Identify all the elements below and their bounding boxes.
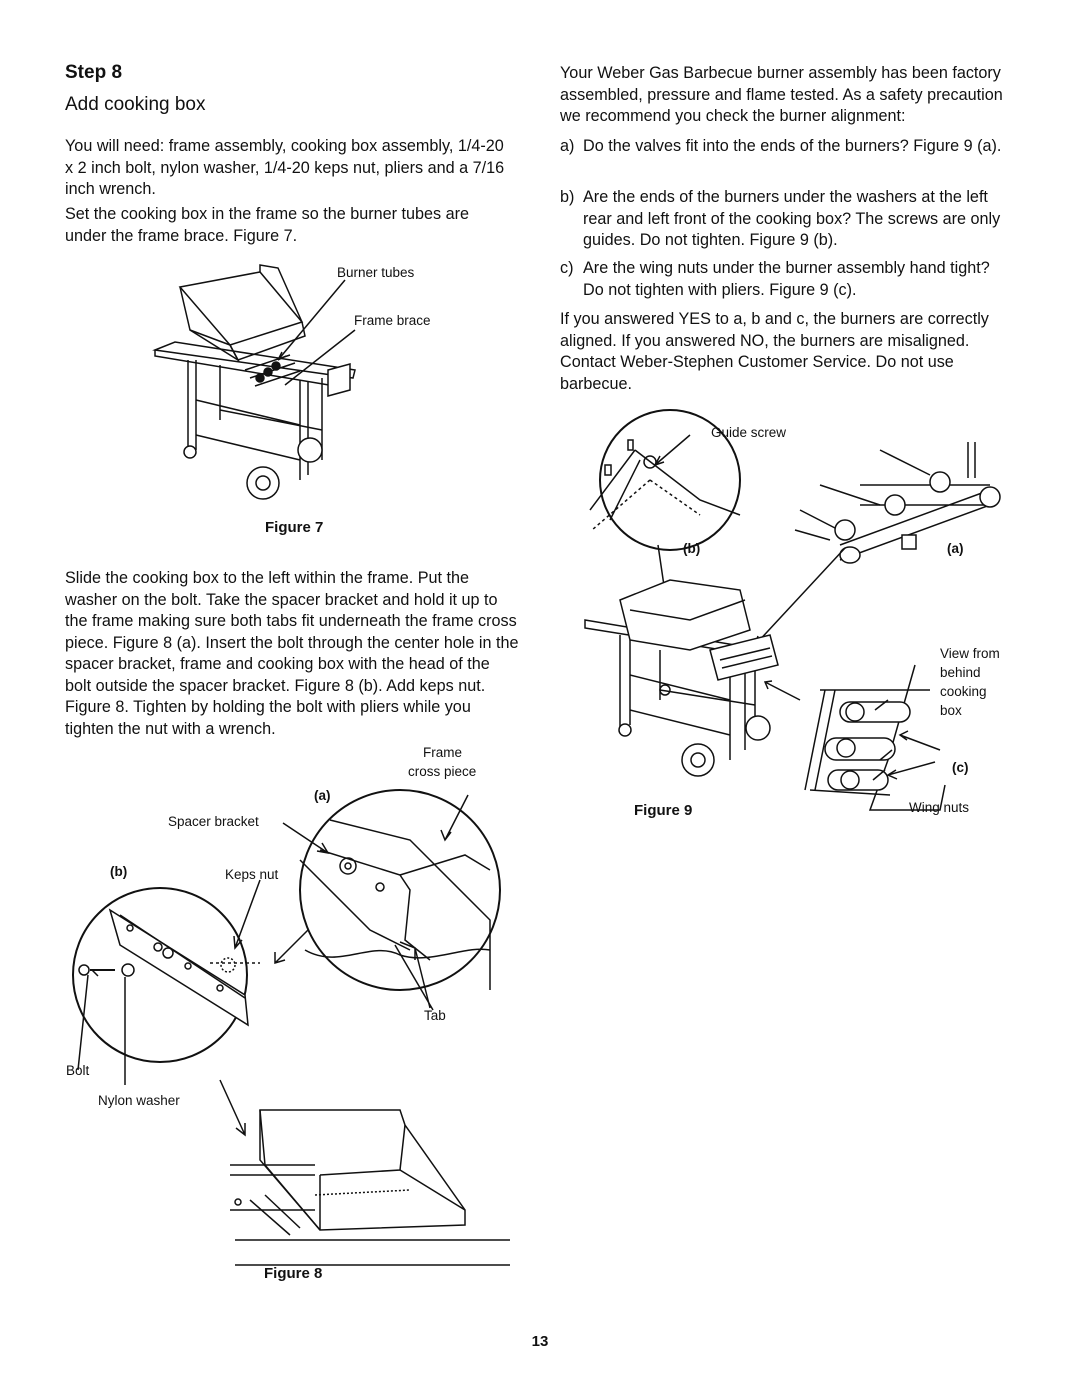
frame-brace-label: Frame brace [354,313,431,328]
figure-9-illustration [570,410,1015,830]
figure-8-b-label: (b) [110,864,128,879]
burner-tubes-label: Burner tubes [337,265,415,280]
step-subheading: Add cooking box [65,94,206,115]
figure-7-caption: Figure 7 [265,519,324,536]
parts-needed-paragraph: You will need: frame assembly, cooking b… [65,137,505,198]
step-heading: Step 8 [65,62,123,83]
check-item-a: a) Do the valves fit into the ends of th… [560,136,1015,180]
check-item-b: b) Are the ends of the burners under the… [560,187,1015,253]
figure-8-caption: Figure 8 [264,1265,323,1282]
slide-cooking-box-paragraph: Slide the cooking box to the left within… [65,569,519,738]
figure-9-b-label: (b) [683,541,701,556]
tab-label: Tab [424,1008,446,1023]
nylon-washer-label: Nylon washer [98,1093,180,1108]
figure-9-c-label: (c) [952,760,969,775]
figure-8-illustration [70,780,510,1300]
wing-nuts-label: Wing nuts [909,800,970,815]
figure-8-a-label: (a) [314,788,331,803]
check-label: a) [560,137,575,155]
cross-piece-label: cross piece [408,764,477,779]
figure-9-caption: Figure 9 [634,802,693,819]
spacer-bracket-label: Spacer bracket [168,814,259,829]
set-cooking-box-paragraph: Set the cooking box in the frame so the … [65,205,470,245]
check-text: Are the ends of the burners under the wa… [583,188,1001,249]
bolt-label: Bolt [66,1063,90,1078]
check-text: Are the wing nuts under the burner assem… [583,259,990,299]
burner-intro-paragraph: Your Weber Gas Barbecue burner assembly … [560,64,1003,125]
check-text: Do the valves fit into the ends of the b… [583,137,1002,155]
check-label: c) [560,259,574,277]
box-label: box [940,703,962,718]
behind-label: behind [940,665,981,680]
view-from-label: View from [940,646,1000,661]
alignment-result-paragraph: If you answered YES to a, b and c, the b… [560,310,989,393]
frame-label: Frame [423,745,463,760]
cooking-label: cooking [940,684,987,699]
figure-7-illustration [150,260,520,505]
check-item-c: c) Are the wing nuts under the burner as… [560,258,1005,302]
keps-nut-label: Keps nut [225,867,279,882]
guide-screw-label: Guide screw [711,425,787,440]
check-label: b) [560,188,575,206]
page-number: 13 [531,1333,549,1350]
figure-9-a-label: (a) [947,541,964,556]
